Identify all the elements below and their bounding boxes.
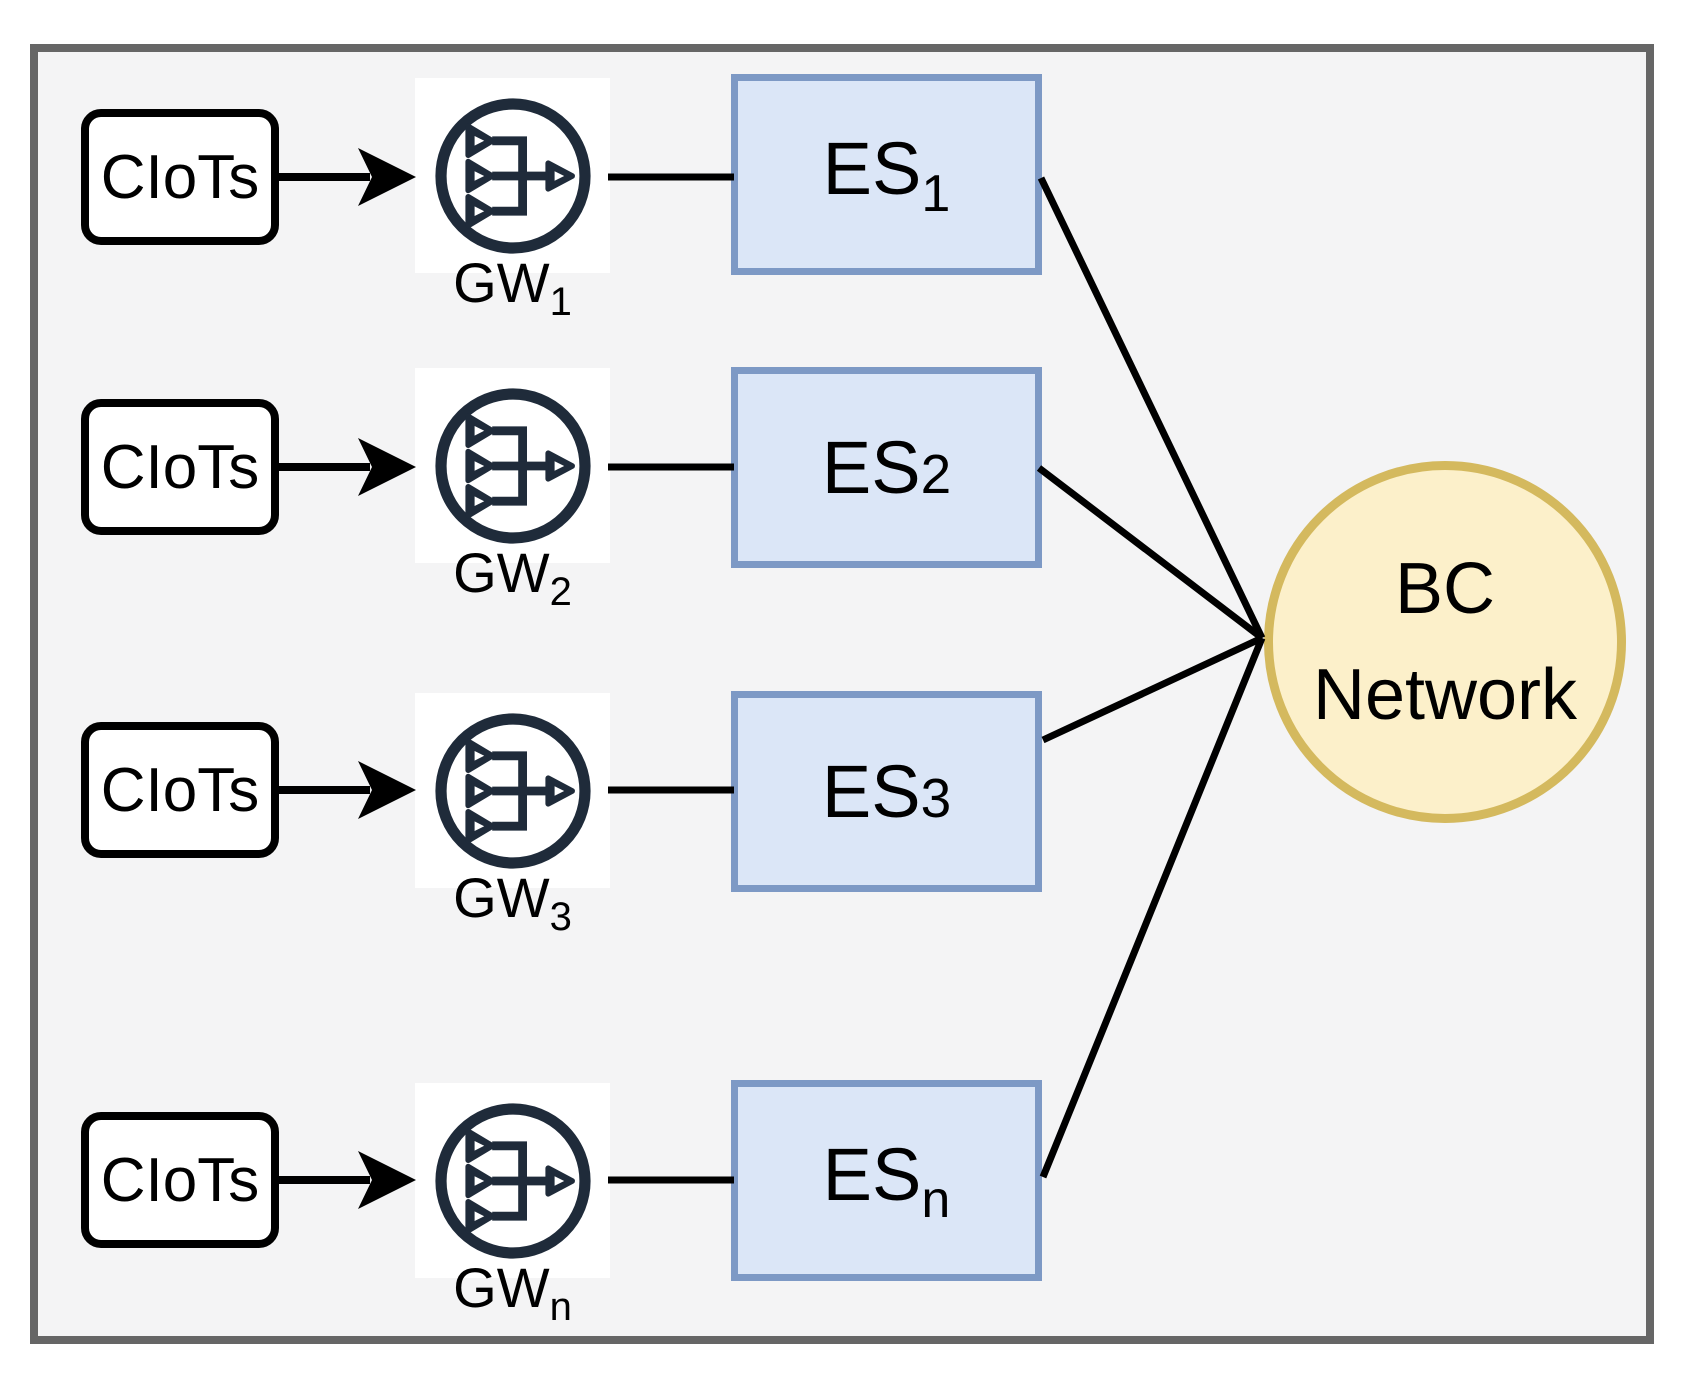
ciots-label: CIoTs xyxy=(100,142,260,212)
gateway-label-subscript: 2 xyxy=(549,570,572,614)
ciots-box-3: CIoTs xyxy=(81,722,279,858)
gateway-unit-4: GWn xyxy=(415,1083,610,1343)
ciots-box-1: CIoTs xyxy=(81,109,279,245)
gateway-label: GWn xyxy=(453,1256,572,1329)
ciots-label: CIoTs xyxy=(100,432,260,502)
gateway-iconbox xyxy=(415,78,610,273)
ciots-box-2: CIoTs xyxy=(81,399,279,535)
ciots-box-4: CIoTs xyxy=(81,1112,279,1248)
es-label-index: n xyxy=(921,1170,951,1229)
bc-network-node: BC Network xyxy=(1264,461,1626,823)
gateway-label-subscript: 3 xyxy=(549,895,572,939)
es-label-index: 3 xyxy=(920,767,952,829)
es-box-2: ES2 xyxy=(731,367,1042,568)
bc-network-label-line1: BC xyxy=(1394,549,1496,629)
bc-network-label-line2: Network xyxy=(1312,655,1578,735)
es-label: ES1 xyxy=(822,126,951,223)
gateway-iconbox xyxy=(415,368,610,563)
ciots-label: CIoTs xyxy=(100,1145,260,1215)
es-label-index: 2 xyxy=(920,443,952,505)
es-label: ES2 xyxy=(821,426,952,509)
gateway-icon xyxy=(434,387,591,544)
gateway-label-subscript: 1 xyxy=(549,280,572,324)
gateway-icon xyxy=(434,712,591,869)
es-box-4: ESn xyxy=(731,1080,1042,1281)
es-label: ES3 xyxy=(821,750,952,833)
es-label: ESn xyxy=(822,1132,951,1229)
gateway-label: GW3 xyxy=(453,866,572,939)
gateway-icon xyxy=(434,97,591,254)
gateway-icon xyxy=(434,1102,591,1259)
ciots-label: CIoTs xyxy=(100,755,260,825)
gateway-unit-2: GW2 xyxy=(415,368,610,628)
es-label-index: 1 xyxy=(921,164,951,223)
gateway-iconbox xyxy=(415,693,610,888)
gateway-unit-1: GW1 xyxy=(415,78,610,338)
gateway-label-subscript: n xyxy=(549,1285,572,1329)
gateway-iconbox xyxy=(415,1083,610,1278)
gateway-label: GW2 xyxy=(453,541,572,614)
es-box-1: ES1 xyxy=(731,74,1042,275)
es-box-3: ES3 xyxy=(731,691,1042,892)
gateway-unit-3: GW3 xyxy=(415,693,610,953)
gateway-label: GW1 xyxy=(453,251,572,324)
